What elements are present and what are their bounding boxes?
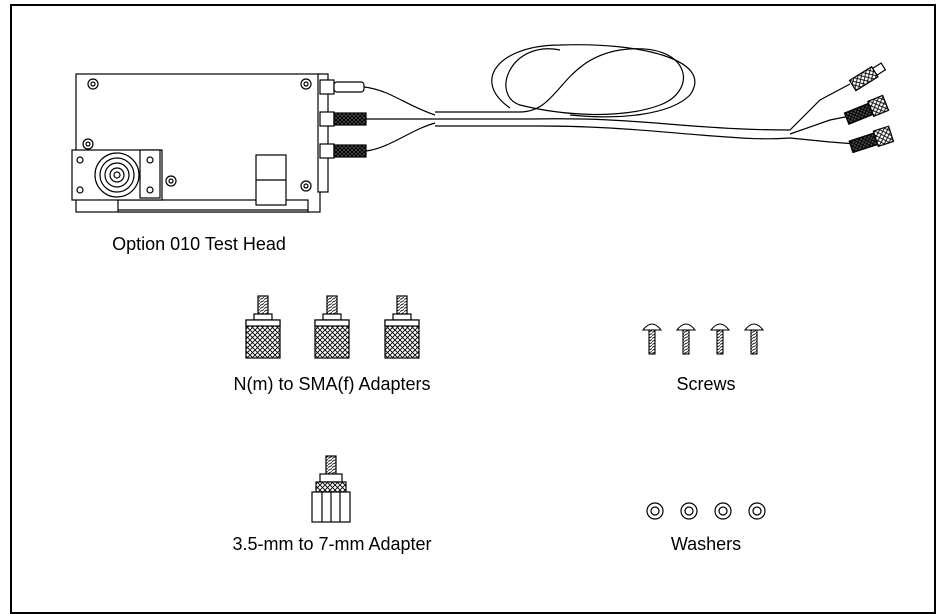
test-head-label: Option 010 Test Head	[112, 234, 286, 254]
adapter-35-7-label: 3.5-mm to 7-mm Adapter	[232, 534, 432, 554]
screw	[709, 323, 731, 355]
screws-label: Screws	[676, 374, 736, 394]
screw	[641, 323, 663, 355]
n-sma-adapters-label: N(m) to SMA(f) Adapters	[233, 374, 431, 394]
washers	[646, 502, 766, 520]
screws	[641, 323, 765, 355]
washer	[646, 502, 664, 520]
washer	[714, 502, 732, 520]
cable-bundle	[363, 44, 857, 152]
cable-connectors	[843, 62, 895, 154]
test-head-connectors	[319, 79, 367, 159]
screw	[743, 323, 765, 355]
n-sma-adapter	[314, 295, 350, 359]
washers-label: Washers	[670, 534, 742, 554]
test-head-screws	[82, 78, 312, 192]
n-sma-adapter	[245, 295, 281, 359]
adapter-35-to-7	[311, 455, 351, 523]
washer	[680, 502, 698, 520]
n-sma-adapter	[384, 295, 420, 359]
n-sma-adapters	[245, 295, 420, 359]
screw	[675, 323, 697, 355]
test-head	[71, 73, 367, 213]
washer	[748, 502, 766, 520]
